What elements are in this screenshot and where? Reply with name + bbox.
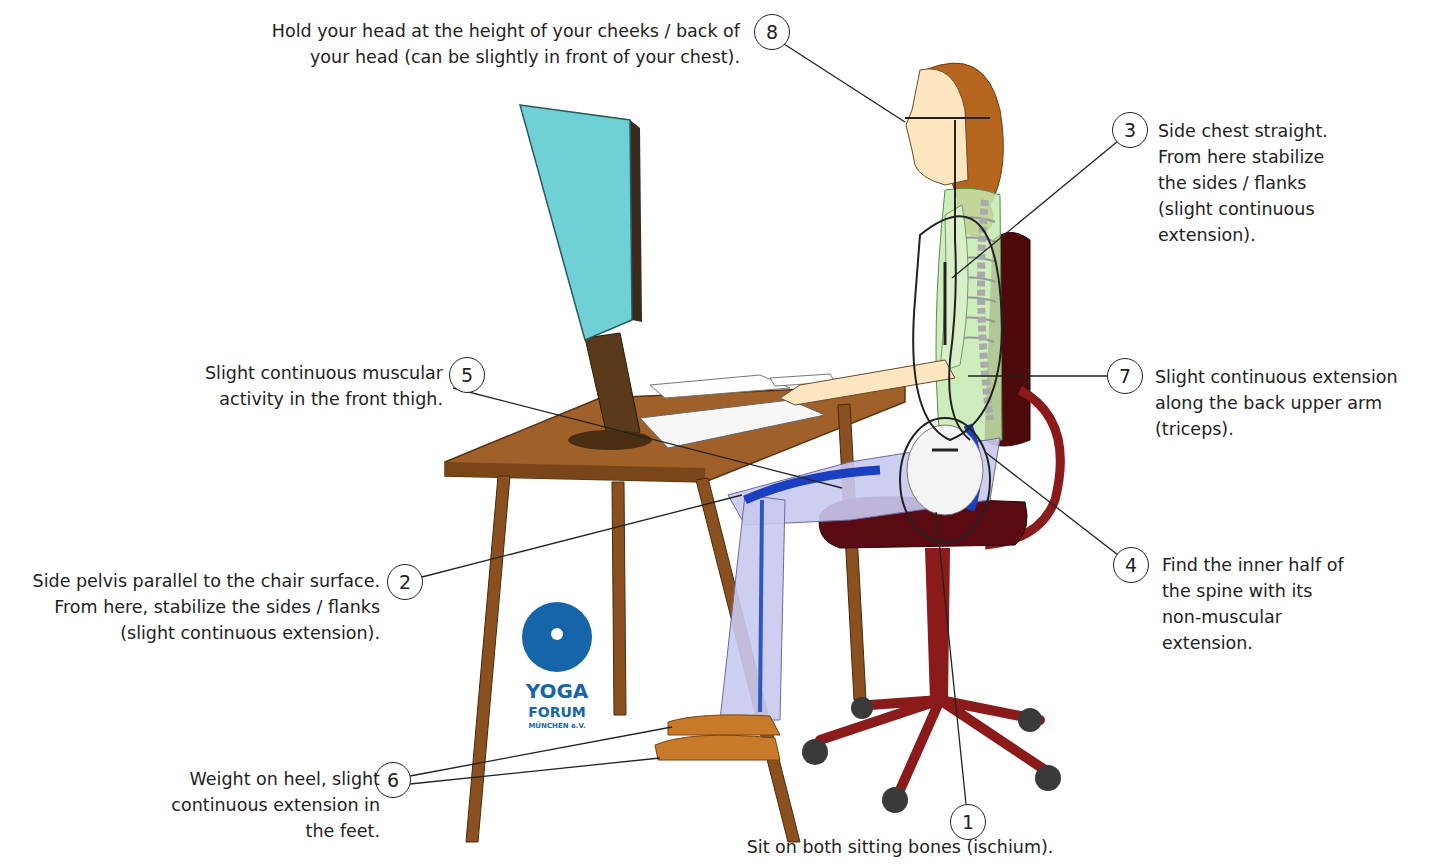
callout-number: 2 [399, 571, 411, 593]
drawing-part [422, 495, 742, 577]
drawing-part [410, 758, 660, 784]
callout-text: Sit on both sitting bones (ischium). [690, 834, 1110, 860]
callout-circle: 5 [449, 357, 485, 393]
drawing-part [745, 470, 880, 500]
drawing-part [453, 388, 842, 488]
drawing-part [780, 360, 955, 405]
callout-number: 6 [387, 769, 399, 791]
logo-text: MÜNCHEN e.V. [512, 722, 602, 731]
leader-lines [410, 44, 1118, 804]
monitor [520, 105, 652, 450]
callout-number: 4 [1125, 554, 1137, 576]
callout-circle: 4 [1113, 547, 1149, 583]
callout-circle: 6 [375, 762, 411, 798]
drawing-part [838, 404, 866, 700]
drawing-part [906, 69, 968, 185]
drawing-part [985, 452, 1118, 555]
drawing-part [760, 500, 762, 712]
callout-circle: 2 [387, 564, 423, 600]
drawing-part [720, 495, 785, 720]
drawing-part [1035, 765, 1061, 791]
drawing-part [568, 430, 652, 450]
drawing-part [655, 735, 780, 760]
drawing-part [925, 548, 950, 700]
logo-text: FORUM [512, 704, 602, 720]
callout-number: 5 [461, 364, 473, 386]
callout-number: 7 [1119, 365, 1131, 387]
drawing-part [445, 462, 705, 482]
callout-text: Slight continuous extension along the ba… [1155, 364, 1430, 442]
callout-text: Side pelvis parallel to the chair surfac… [5, 568, 380, 646]
drawing-part [949, 120, 970, 440]
callout-circle: 1 [950, 804, 986, 840]
drawing-part [612, 482, 626, 715]
drawing-part [851, 697, 873, 719]
callout-number: 3 [1124, 119, 1136, 141]
drawing-part [466, 476, 510, 842]
drawing-part [936, 512, 966, 804]
chair [802, 233, 1061, 814]
drawing-part [668, 715, 780, 735]
drawing-part [650, 375, 790, 398]
callout-number: 1 [962, 811, 974, 833]
drawing-part [900, 418, 990, 542]
callout-text: Side chest straight. From here stabilize… [1158, 118, 1358, 248]
drawing-part [551, 628, 563, 640]
drawing-part [784, 44, 905, 122]
drawing-part [932, 262, 958, 450]
drawing-part [882, 787, 908, 813]
drawing-part [968, 375, 1107, 376]
drawing-part [802, 739, 828, 765]
drawing-part [913, 216, 1002, 440]
logo-text: YOGA [512, 680, 602, 702]
drawing-part [640, 400, 825, 448]
drawing-part [696, 478, 800, 842]
drawing-part [520, 105, 632, 340]
drawing-part [522, 602, 592, 672]
callout-text: Find the inner half of the spine with it… [1162, 552, 1357, 656]
callout-number: 8 [766, 21, 778, 43]
drawing-part [1018, 708, 1042, 732]
callout-circle: 8 [754, 14, 790, 50]
drawing-part [952, 141, 1118, 278]
callout-text: Weight on heel, slight continuous extens… [145, 766, 380, 844]
drawing-part [905, 117, 990, 119]
drawing-part [410, 727, 672, 776]
callout-circle: 3 [1112, 112, 1148, 148]
callout-text: Hold your head at the height of your che… [260, 18, 740, 70]
logo-mark [522, 602, 592, 672]
callout-circle: 7 [1107, 358, 1143, 394]
callout-text: Slight continuous muscular activity in t… [153, 360, 443, 412]
